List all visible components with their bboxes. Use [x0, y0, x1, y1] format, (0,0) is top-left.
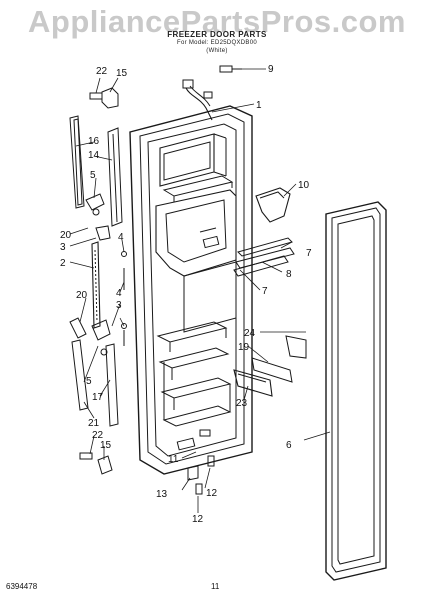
callout-1: 1 — [256, 100, 262, 111]
right-hardware — [187, 187, 307, 495]
callout-5: 5 — [86, 376, 92, 387]
callout-3: 3 — [116, 300, 122, 311]
diagram-subtitle: For Model: ED25DQXDB00 — [177, 40, 257, 46]
callout-16: 16 — [88, 136, 100, 147]
callout-22: 22 — [96, 66, 108, 77]
door-gasket — [325, 201, 387, 581]
leader-lines — [69, 68, 331, 513]
callout-10: 10 — [298, 180, 310, 191]
callout-15: 15 — [100, 440, 112, 451]
callout-11: 11 — [168, 454, 179, 465]
callout-14: 14 — [88, 150, 100, 161]
callout-12: 12 — [206, 488, 218, 499]
left-hardware — [69, 65, 242, 475]
callout-8: 8 — [286, 269, 292, 280]
callout-4: 4 — [118, 232, 124, 243]
callout-22: 22 — [92, 430, 104, 441]
callout-9: 9 — [268, 64, 274, 75]
callout-2: 2 — [60, 258, 66, 269]
callout-labels: 1 2 3 3 4 4 5 5 6 7 7 8 9 10 11 12 12 13… — [60, 64, 312, 525]
callout-3: 3 — [60, 242, 66, 253]
callout-6: 6 — [286, 440, 292, 451]
callout-7: 7 — [262, 286, 268, 297]
callout-20: 20 — [60, 230, 72, 241]
callout-7: 7 — [306, 248, 312, 259]
callout-4: 4 — [116, 288, 122, 299]
document-number: 6394478 — [6, 582, 38, 591]
watermark: AppliancePartsPros.com — [28, 4, 406, 39]
diagram-title: FREEZER DOOR PARTS — [167, 30, 267, 39]
callout-23: 23 — [236, 398, 248, 409]
callout-15: 15 — [116, 68, 128, 79]
door-panel — [129, 79, 253, 475]
diagram-note: (White) — [206, 48, 228, 54]
callout-12: 12 — [192, 514, 204, 525]
callout-24: 24 — [244, 328, 256, 339]
callout-21: 21 — [88, 418, 100, 429]
callout-20: 20 — [76, 290, 88, 301]
callout-5: 5 — [90, 170, 96, 181]
page-number: 11 — [211, 582, 220, 591]
callout-17: 17 — [92, 392, 104, 403]
callout-19: 19 — [238, 342, 250, 353]
callout-13: 13 — [156, 489, 168, 500]
